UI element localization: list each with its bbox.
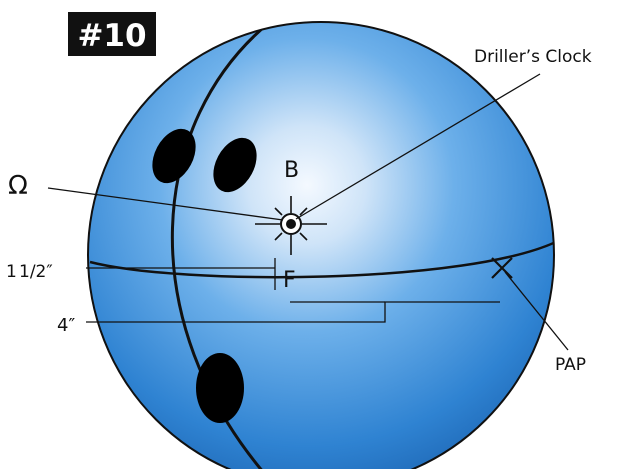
finger-hole-left (152, 128, 196, 184)
omega-label: Ω (8, 171, 28, 201)
b-label: B (284, 158, 299, 183)
badge-label: #10 (77, 18, 146, 54)
drillers-clock-label: Driller’s Clock (474, 47, 592, 67)
drillers-clock-marker (255, 196, 327, 255)
four-inch-leader (86, 301, 500, 323)
drillers-clock-leader (295, 73, 541, 220)
one-half-inch-label-whole: 1 (6, 262, 17, 282)
f-label: F (283, 268, 296, 293)
pap-leader (504, 271, 569, 351)
badge-background (68, 12, 156, 56)
four-inch-label: 4″ (57, 315, 75, 336)
thumb-hole (196, 353, 244, 423)
pap-mark (491, 257, 513, 279)
one-half-inch-label-fraction: 1/2″ (19, 262, 53, 282)
horizon-line (89, 238, 554, 279)
omega-leader (47, 187, 284, 221)
bowling-ball (87, 21, 555, 469)
finger-hole-right (213, 137, 257, 193)
pap-label: PAP (555, 355, 586, 375)
